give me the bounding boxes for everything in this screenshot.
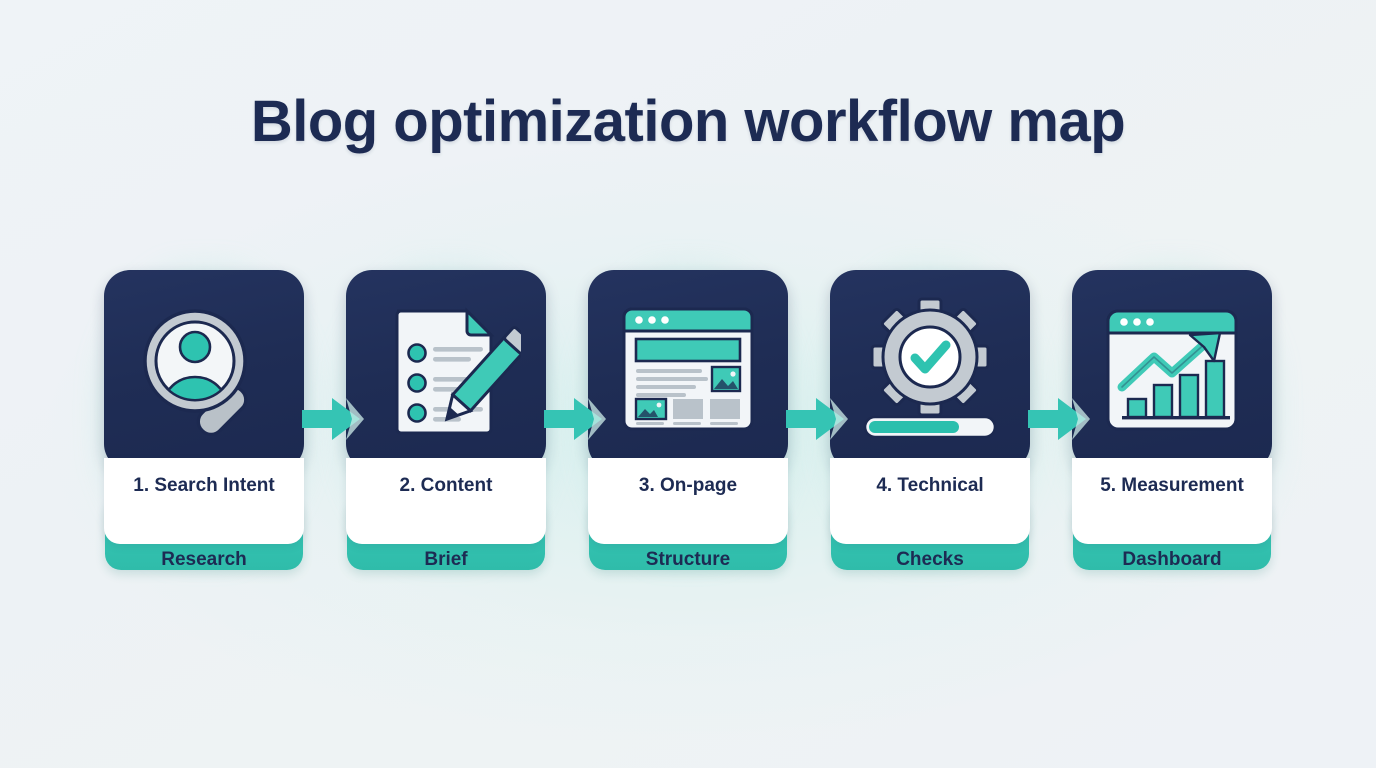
- arrow-3-to-4-icon: [786, 392, 848, 446]
- step-icon-panel: [104, 270, 304, 470]
- arrow-1-to-2-icon: [302, 392, 364, 446]
- step-label-text: 1. Search Intent Research: [121, 451, 287, 573]
- step-label-line1: 4. Technical: [876, 475, 984, 496]
- step-card[interactable]: 2. Content Brief: [346, 262, 546, 570]
- step-card[interactable]: 4. Technical Checks: [830, 262, 1030, 570]
- step-label: 4. Technical Checks: [830, 458, 1030, 570]
- step-card[interactable]: 1. Search Intent Research: [104, 262, 304, 570]
- step-icon-panel: [588, 270, 788, 470]
- workflow-step-5[interactable]: 5. Measurement Dashboard: [1056, 254, 1288, 572]
- step-label-text: 5. Measurement Dashboard: [1088, 451, 1256, 573]
- gear-checkmark-progress-icon: [830, 270, 1030, 470]
- step-label-line1: 1. Search Intent: [133, 475, 275, 496]
- step-label: 5. Measurement Dashboard: [1072, 458, 1272, 570]
- step-label-line1: 3. On-page: [638, 475, 738, 496]
- workflow-step-1[interactable]: 1. Search Intent Research: [88, 254, 320, 572]
- page-title: Blog optimization workflow map: [250, 89, 1126, 154]
- step-icon-panel: [830, 270, 1030, 470]
- step-label: 1. Search Intent Research: [104, 458, 304, 570]
- step-label-line2: Research: [161, 549, 247, 570]
- step-card[interactable]: 5. Measurement Dashboard: [1072, 262, 1272, 570]
- step-label: 3. On-page Structure: [588, 458, 788, 570]
- arrow-2-to-3-icon: [544, 392, 606, 446]
- step-label-text: 2. Content Brief: [388, 451, 505, 573]
- step-label-line2: Dashboard: [1122, 549, 1222, 570]
- step-label-line2: Structure: [645, 549, 731, 570]
- magnifier-person-icon: [104, 270, 304, 470]
- step-icon-panel: [1072, 270, 1272, 470]
- step-icon-panel: [346, 270, 546, 470]
- browser-growth-chart-icon: [1072, 270, 1272, 470]
- step-label: 2. Content Brief: [346, 458, 546, 570]
- step-label-line1: 5. Measurement: [1100, 475, 1244, 496]
- workflow-step-4[interactable]: 4. Technical Checks: [814, 254, 1046, 572]
- arrow-4-to-5-icon: [1028, 392, 1090, 446]
- step-label-text: 3. On-page Structure: [627, 451, 749, 573]
- workflow-steps-row: 1. Search Intent Research: [88, 254, 1288, 574]
- workflow-step-2[interactable]: 2. Content Brief: [330, 254, 562, 572]
- document-pencil-checklist-icon: [346, 270, 546, 470]
- step-label-text: 4. Technical Checks: [864, 451, 995, 573]
- step-label-line2: Brief: [424, 549, 468, 570]
- step-label-line1: 2. Content: [399, 475, 493, 496]
- browser-layout-icon: [588, 270, 788, 470]
- step-label-line2: Checks: [896, 549, 964, 570]
- workflow-step-3[interactable]: 3. On-page Structure: [572, 254, 804, 572]
- step-card[interactable]: 3. On-page Structure: [588, 262, 788, 570]
